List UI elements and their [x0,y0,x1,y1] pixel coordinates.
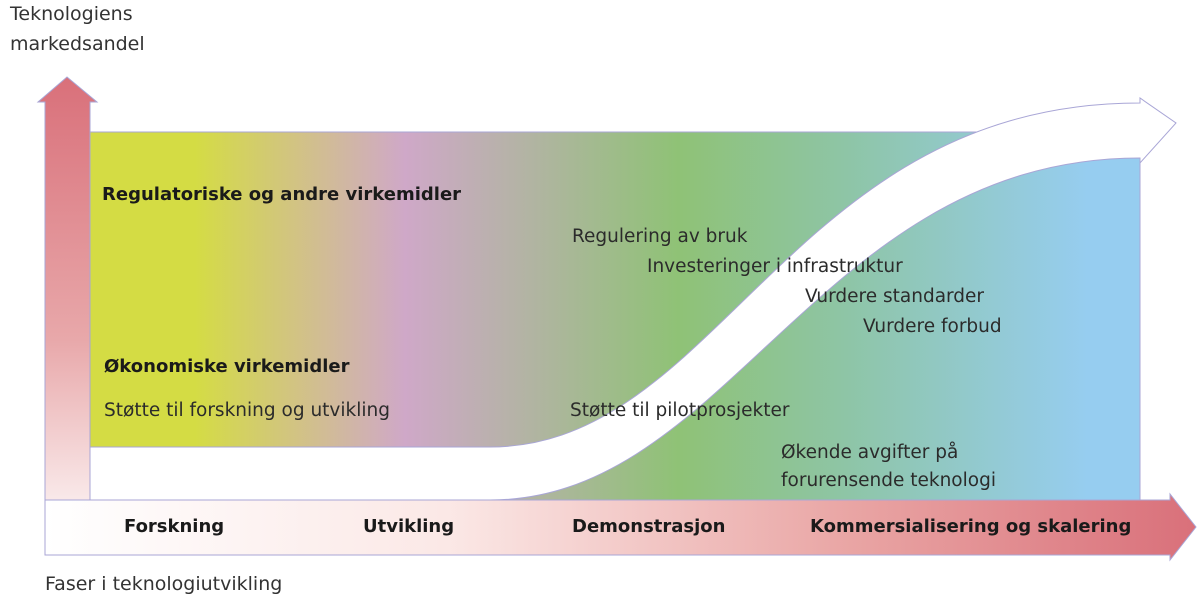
phase-demonstration: Demonstrasjon [572,516,726,537]
phase-research: Forskning [124,516,224,537]
instrument-infrastructure: Investeringer i infrastruktur [647,256,903,277]
heading-economic: Økonomiske virkemidler [104,356,350,377]
instrument-research-support: Støtte til forskning og utvikling [104,400,390,421]
instrument-standards: Vurdere standarder [805,286,984,307]
instrument-fees-line2: forurensende teknologi [781,470,996,491]
heading-regulatory: Regulatoriske og andre virkemidler [102,184,461,205]
y-axis-label-line2: markedsandel [10,33,145,55]
y-axis-label-line1: Teknologiens [9,3,133,25]
instrument-fees-line1: Økende avgifter på [781,442,958,463]
instrument-usage-regulation: Regulering av bruk [572,226,748,247]
x-axis-arrow [44,492,1197,562]
instrument-bans: Vurdere forbud [863,316,1002,337]
x-axis-label: Faser i teknologiutvikling [45,573,282,595]
s-curve-arrow [89,97,1177,501]
phase-commercialization: Kommersialisering og skalering [810,516,1131,537]
instrument-pilot-support: Støtte til pilotprosjekter [570,400,790,421]
y-axis-arrow [36,76,99,556]
phase-development: Utvikling [363,516,454,537]
